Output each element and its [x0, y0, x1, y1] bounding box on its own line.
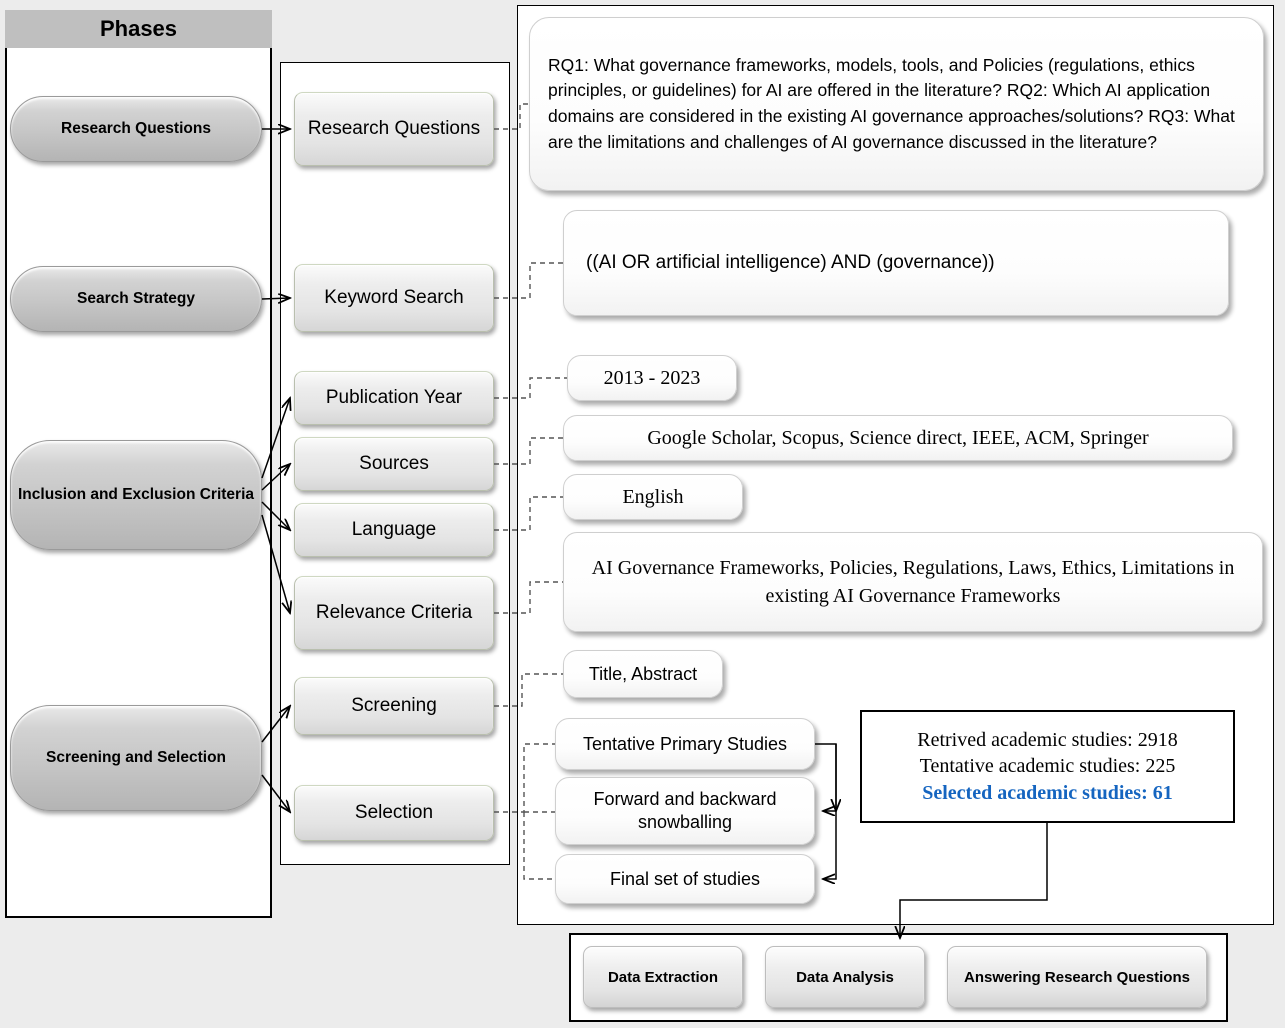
detail-research-questions: RQ1: What governance frameworks, models,…: [529, 17, 1264, 191]
output-data-extraction[interactable]: Data Extraction: [583, 946, 743, 1008]
research-question-1: RQ1: What governance frameworks, models,…: [548, 54, 1195, 101]
detail-final-set-of-studies: Final set of studies: [555, 854, 815, 904]
detail-language: English: [563, 474, 743, 520]
detail-snowballing: Forward and backward snowballing: [555, 777, 815, 845]
detail-relevance-criteria: AI Governance Frameworks, Policies, Regu…: [563, 532, 1263, 632]
step-keyword-search[interactable]: Keyword Search: [294, 264, 494, 332]
detail-tentative-primary-studies: Tentative Primary Studies: [555, 718, 815, 770]
phase-search-strategy[interactable]: Search Strategy: [10, 266, 262, 332]
research-question-3: RQ3: What are the limitations and challe…: [548, 106, 1235, 152]
selected-count: Selected academic studies: 61: [922, 781, 1173, 804]
output-answering-research-questions[interactable]: Answering Research Questions: [947, 946, 1207, 1008]
phase-research-questions[interactable]: Research Questions: [10, 96, 262, 162]
step-selection[interactable]: Selection: [294, 785, 494, 841]
detail-publication-year: 2013 - 2023: [567, 355, 737, 401]
detail-keyword-query: ((AI OR artificial intelligence) AND (go…: [563, 210, 1229, 316]
phase-screening-and-selection[interactable]: Screening and Selection: [10, 705, 262, 811]
step-publication-year[interactable]: Publication Year: [294, 371, 494, 425]
output-data-analysis[interactable]: Data Analysis: [765, 946, 925, 1008]
step-relevance-criteria[interactable]: Relevance Criteria: [294, 576, 494, 650]
tentative-count: Tentative academic studies: 225: [919, 755, 1176, 778]
step-language[interactable]: Language: [294, 503, 494, 557]
research-question-2: RQ2: Which AI application domains are co…: [548, 80, 1211, 126]
phase-inclusion-exclusion-criteria[interactable]: Inclusion and Exclusion Criteria: [10, 440, 262, 550]
detail-screening: Title, Abstract: [563, 650, 723, 698]
phases-header: Phases: [5, 10, 272, 48]
detail-sources: Google Scholar, Scopus, Science direct, …: [563, 415, 1233, 461]
step-screening[interactable]: Screening: [294, 677, 494, 735]
step-sources[interactable]: Sources: [294, 437, 494, 491]
step-research-questions[interactable]: Research Questions: [294, 92, 494, 166]
study-counts-box: Retrived academic studies: 2918 Tentativ…: [860, 710, 1235, 823]
retrieved-count: Retrived academic studies: 2918: [917, 728, 1178, 751]
